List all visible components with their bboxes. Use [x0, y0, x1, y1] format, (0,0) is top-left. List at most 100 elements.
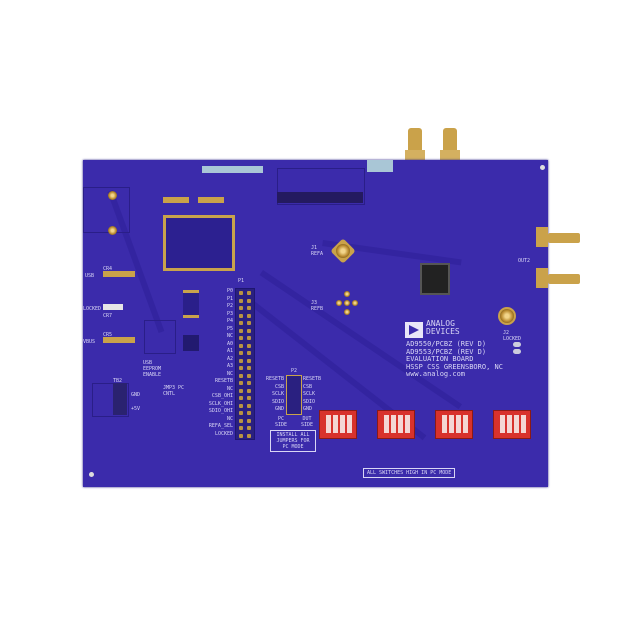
header-pin — [239, 426, 243, 430]
pc-side-label: PC SIDE — [274, 416, 288, 428]
header-pin — [239, 411, 243, 415]
sma-out-2 — [548, 274, 580, 284]
ic-eeprom — [183, 335, 199, 351]
tab — [367, 160, 393, 172]
led-label-locked: LOCKED — [83, 306, 102, 312]
label-item: CSB — [274, 383, 284, 390]
led-label-usb: USB — [85, 273, 95, 279]
label-item: RESETB — [265, 376, 284, 382]
header-pin — [239, 358, 243, 363]
analog-devices-logo — [405, 322, 423, 338]
header-pin — [247, 396, 251, 400]
label-item: P1 — [226, 295, 233, 302]
label-item: P3 — [226, 310, 233, 317]
led-cr4-label: CR4 — [103, 266, 113, 272]
header-pin — [247, 403, 251, 408]
rev-pad — [513, 342, 521, 347]
label-item: CSB_OHI — [211, 393, 233, 399]
p1-label: P1 — [238, 278, 245, 284]
dut-side-label: DUT SIDE — [300, 416, 314, 428]
header-pin — [239, 373, 243, 378]
sma-j2 — [500, 309, 514, 323]
logo-line-2: DEVICES — [426, 327, 460, 336]
label-item: RESETB — [303, 376, 322, 382]
header-pin — [239, 343, 243, 348]
gnd-label: GND — [131, 392, 141, 398]
label-item: SDIO_OHI — [208, 408, 233, 414]
jumper-note: INSTALL ALL JUMPERS FOR PC MODE — [270, 430, 316, 452]
header-pin — [247, 351, 251, 355]
header-pin — [247, 388, 251, 393]
header-pin — [239, 336, 243, 340]
header-pin — [247, 433, 251, 438]
header-pin — [239, 306, 243, 310]
sma-out-1-base — [536, 227, 548, 247]
v5-label: +5V — [131, 406, 141, 412]
header-pin — [239, 418, 243, 423]
label-item: P2 — [226, 303, 233, 309]
evaluation-board: USB LOCKED VBUS CR4 CR7 CR5 USB EEPROM E… — [83, 160, 548, 487]
terminal-block-tb2 — [92, 383, 129, 417]
ic-socket — [144, 320, 176, 354]
label-item: SCLK — [271, 391, 284, 397]
header-pin — [239, 366, 243, 370]
header-pin — [247, 321, 251, 325]
header-pin — [239, 328, 243, 333]
mount-hole — [89, 472, 94, 477]
header-pin — [247, 418, 251, 423]
header-pin — [247, 381, 251, 385]
header-pin — [239, 396, 243, 400]
header-pin — [247, 313, 251, 318]
info-line: AD9553/PCBZ (REV D) — [406, 347, 487, 356]
logo-text: ANALOG DEVICES — [426, 320, 460, 336]
header-pin — [247, 306, 251, 310]
label-item: RESETB — [214, 378, 233, 384]
serial-label — [202, 166, 263, 173]
label-item: NC — [226, 333, 233, 339]
crystal-pad — [198, 197, 224, 203]
header-connector — [277, 168, 365, 205]
label-item: GND — [274, 406, 284, 412]
j3-label: J3 REFB — [311, 300, 324, 312]
label-item: A1 — [226, 348, 233, 354]
label-item: A3 — [226, 363, 233, 369]
p2-label: P2 — [291, 368, 298, 374]
header-pin — [247, 366, 251, 370]
header-pin — [247, 291, 251, 295]
header-connector-body — [277, 192, 363, 203]
terminal-block-body — [113, 383, 127, 415]
header-pin — [239, 291, 243, 295]
led-cr4 — [103, 271, 135, 277]
header-pin — [239, 351, 243, 355]
header-pin — [247, 328, 251, 333]
logo-line-1: ANALOG — [426, 319, 455, 328]
header-pin — [247, 298, 251, 303]
header-pin — [239, 313, 243, 318]
j1-label: J1 REFA — [311, 245, 324, 257]
label-item: A2 — [226, 355, 233, 362]
header-pin — [247, 336, 251, 340]
label-item: P0 — [226, 288, 233, 294]
sma-out-2-base — [536, 268, 548, 288]
usb-shield-pad — [108, 226, 117, 235]
led-cr7 — [103, 304, 123, 310]
dip-switch-2[interactable] — [377, 410, 415, 439]
header-pin — [247, 358, 251, 363]
main-pll-chip — [420, 263, 450, 295]
info-line: www.analog.com — [406, 370, 466, 378]
header-pin — [239, 403, 243, 408]
rev-pad — [513, 349, 521, 354]
header-pin — [247, 343, 251, 348]
led-cr5-label: CR5 — [103, 332, 113, 338]
ic-regulator — [183, 290, 199, 318]
usb-shield-pad — [108, 191, 117, 200]
board-info: AD9550/PCBZ (REV D)AD9553/PCBZ (REV D)EV… — [406, 340, 503, 379]
usb-connector — [83, 187, 130, 233]
dip-switch-3[interactable] — [435, 410, 473, 439]
dip-switch-4[interactable] — [493, 410, 531, 439]
dip-switch-1[interactable] — [319, 410, 357, 439]
label-item: SCLK_OHI — [208, 400, 233, 407]
label-item: LOCKED — [214, 430, 233, 437]
